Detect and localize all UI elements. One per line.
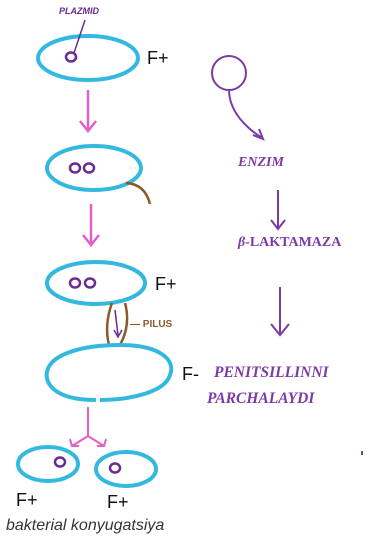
beta-laktamaza-label: β-LAKTAMAZA (237, 235, 342, 250)
parchalaydi-label: PARCHALAYDI (207, 390, 315, 407)
plasmid-circle (110, 464, 120, 473)
pilus-label: — PILUS (130, 319, 173, 330)
cell-membrane (38, 36, 138, 80)
plasmid-circle (70, 279, 80, 288)
laktamaza-text: -LAKTAMAZA (245, 235, 342, 250)
plasmid-circle (70, 164, 80, 173)
f-plus-label-right: F+ (107, 492, 129, 512)
caption: bakterial konyugatsiya (6, 517, 164, 534)
cell-recipient (47, 345, 172, 400)
f-plus-label-1: F+ (147, 48, 169, 68)
cell-membrane (18, 447, 78, 481)
process-arrow-1 (80, 90, 96, 131)
plasmid-circle (85, 279, 95, 288)
split-arrow (70, 407, 106, 446)
f-plus-label-3: F+ (155, 274, 177, 294)
down-arrow-large (271, 287, 289, 335)
process-arrow-2 (83, 204, 99, 245)
enzyme-arrow (229, 91, 263, 139)
cell-result-right (96, 452, 156, 486)
cell-membrane (96, 452, 156, 486)
plasmid-circle (66, 53, 76, 62)
cell-membrane (47, 345, 172, 400)
cell-replicating (47, 146, 150, 204)
cell-donor-2 (47, 262, 145, 304)
plasmid-circle (84, 164, 94, 173)
f-minus-label: F- (182, 364, 199, 384)
plasmid-label: PLAZMID (59, 6, 99, 16)
penitsillinni-label: PENITSILLINNI (214, 364, 330, 381)
gene-circle (212, 56, 246, 90)
down-arrow-small (271, 190, 285, 229)
pilus-bridge (107, 303, 127, 345)
plasmid-circle (55, 458, 65, 467)
pilus-stub (126, 183, 150, 204)
enzim-label: ENZIM (237, 155, 284, 170)
cell-result-left (18, 447, 78, 481)
cell-donor-1 (38, 20, 138, 80)
f-plus-label-left: F+ (16, 490, 38, 510)
